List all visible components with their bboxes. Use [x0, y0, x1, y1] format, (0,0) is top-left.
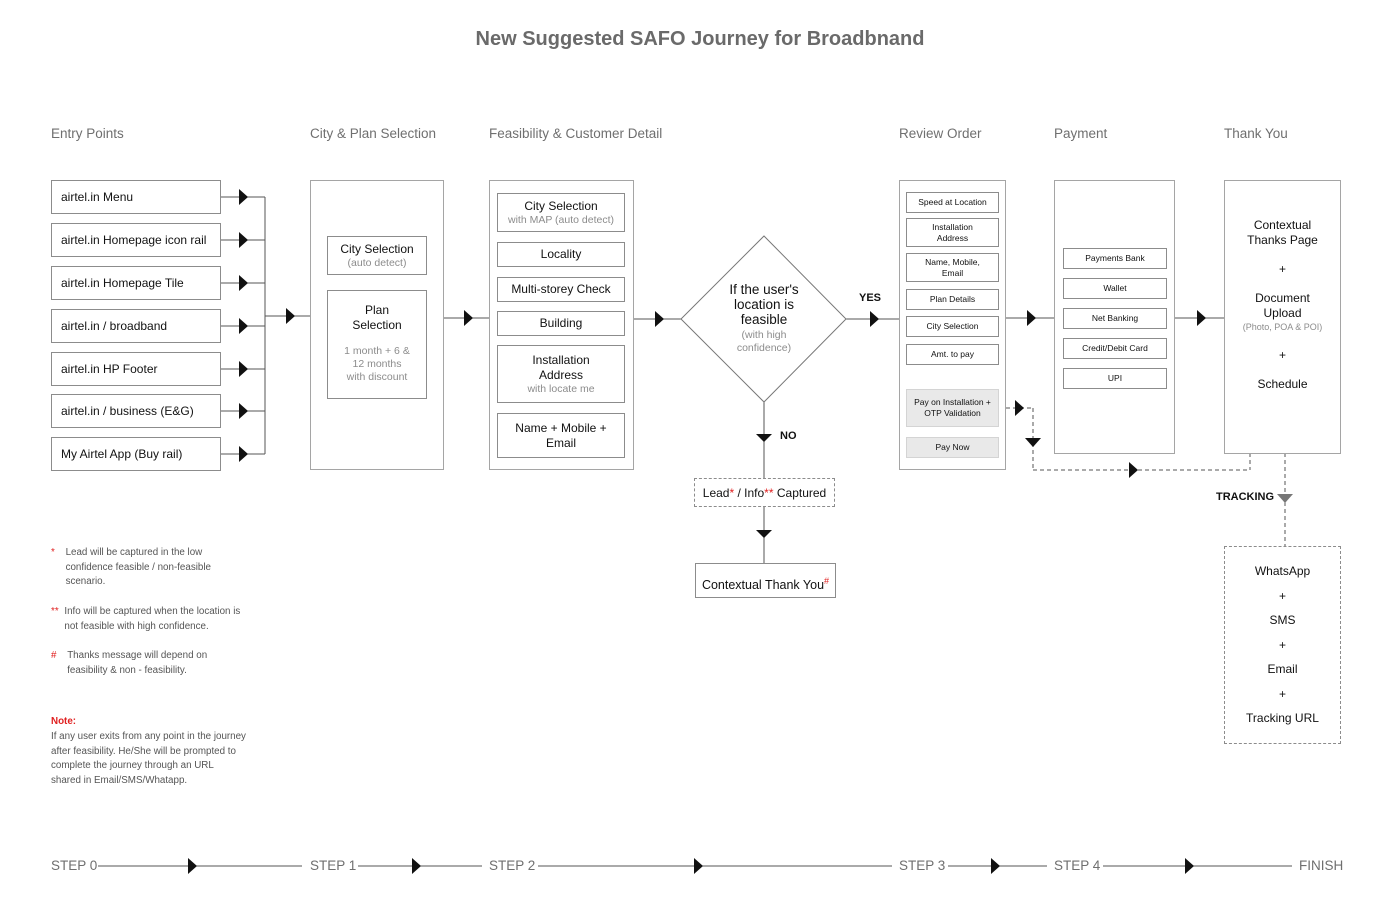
footnote-lead-mark: *: [51, 547, 55, 558]
pay-on-installation-label: Pay on Installation + OTP Validation: [914, 397, 991, 418]
name-mobile-email-label: Name + Mobile + Email: [515, 420, 607, 450]
no-label: NO: [780, 430, 797, 442]
decision-diamond: [680, 235, 847, 403]
entry-broadband: airtel.in / broadband: [51, 309, 221, 343]
entry-business: airtel.in / business (E&G): [51, 394, 221, 428]
installation-address-box: Installation Address with locate me: [497, 345, 625, 403]
plan-selection-box: Plan Selection 1 month + 6 & 12 months w…: [327, 290, 427, 399]
schedule-label: Schedule: [1257, 377, 1308, 391]
plus-2: +: [1278, 348, 1286, 362]
page-title: New Suggested SAFO Journey for Broadbnan…: [475, 28, 925, 50]
footnote-lead-text: Lead will be captured in the low confide…: [65, 547, 211, 587]
city-selection-box: City Selection (auto detect): [327, 236, 427, 275]
footnote-thanks-mark: #: [51, 650, 57, 661]
tracking-whatsapp: WhatsApp: [1254, 564, 1311, 578]
map-city-sub: with MAP (auto detect): [507, 213, 615, 226]
payment-net-banking[interactable]: Net Banking: [1063, 308, 1167, 329]
lead-text: Lead: [702, 486, 730, 500]
step-2: STEP 2: [489, 858, 536, 873]
payment-payments-bank[interactable]: Payments Bank: [1063, 248, 1167, 269]
col-entry-points: Entry Points: [51, 126, 124, 141]
footnote-info-mark: **: [51, 606, 59, 617]
step-1: STEP 1: [310, 858, 357, 873]
installation-address-sub: with locate me: [527, 382, 595, 395]
step-0: STEP 0: [51, 858, 98, 873]
review-amount: Amt. to pay: [906, 344, 999, 365]
city-selection-label: City Selection: [340, 241, 414, 256]
info-star-mark: **: [764, 486, 774, 500]
decision-sub: (with high confidence): [736, 329, 792, 354]
decision-question: If the user's location is feasible: [729, 282, 799, 327]
tracking-email: Email: [1267, 662, 1298, 676]
col-review-order: Review Order: [899, 126, 982, 141]
entry-my-airtel-app: My Airtel App (Buy rail): [51, 437, 221, 471]
plan-selection-label: Plan Selection: [352, 303, 402, 332]
entry-hp-footer: airtel.in HP Footer: [51, 352, 221, 386]
review-installation-address: Installation Address: [906, 218, 999, 247]
tracking-plus-1: +: [1278, 588, 1286, 603]
payment-card[interactable]: Credit/Debit Card: [1063, 338, 1167, 359]
footnote-lead: * Lead will be captured in the low confi…: [51, 546, 246, 590]
contextual-thank-you-label: Contextual Thank You: [701, 578, 825, 593]
building-box: Building: [497, 311, 625, 336]
locality-box: Locality: [497, 242, 625, 267]
tracking-plus-3: +: [1278, 686, 1286, 701]
hash-mark: #: [824, 576, 830, 586]
footnote-thanks: # Thanks message will depend on feasibil…: [51, 649, 246, 678]
pay-on-installation-button[interactable]: Pay on Installation + OTP Validation: [906, 389, 999, 427]
map-city-box: City Selection with MAP (auto detect): [497, 193, 625, 232]
tracking-box: [1224, 546, 1341, 744]
entry-airtel-menu: airtel.in Menu: [51, 180, 221, 214]
step-4: STEP 4: [1054, 858, 1101, 873]
captured-text: Captured: [773, 486, 827, 500]
footnote-info: ** Info will be captured when the locati…: [51, 605, 246, 634]
plan-selection-sub: 1 month + 6 & 12 months with discount: [344, 345, 410, 383]
info-text: / Info: [734, 486, 765, 500]
review-plan-details: Plan Details: [906, 289, 999, 310]
payment-wallet[interactable]: Wallet: [1063, 278, 1167, 299]
tracking-channels: WhatsApp + SMS + Email + Tracking URL: [1224, 559, 1341, 731]
tracking-sms: SMS: [1269, 613, 1296, 627]
note-title: Note:: [51, 716, 77, 727]
decision-text: If the user's location is feasible (with…: [714, 282, 814, 355]
col-city-plan: City & Plan Selection: [310, 126, 437, 141]
lead-star-mark: *: [729, 486, 735, 500]
footnote-info-text: Info will be captured when the location …: [64, 606, 241, 632]
thank-you-panel: [1224, 180, 1341, 454]
contextual-thanks-page-label: Contextual Thanks Page: [1247, 218, 1318, 247]
tracking-plus-2: +: [1278, 637, 1286, 652]
multistorey-box: Multi-storey Check: [497, 277, 625, 302]
document-upload-sub: (Photo, POA & POI): [1242, 322, 1323, 332]
lead-captured-box: Lead* / Info** Captured: [694, 478, 835, 507]
tracking-url: Tracking URL: [1246, 711, 1319, 725]
installation-address-label: Installation Address: [532, 352, 590, 382]
review-name-mobile-email: Name, Mobile, Email: [906, 253, 999, 282]
name-mobile-email-box: Name + Mobile + Email: [497, 413, 625, 458]
thank-you-content: Contextual Thanks Page + Document Upload…: [1224, 218, 1341, 392]
payment-upi[interactable]: UPI: [1063, 368, 1167, 389]
tracking-label: TRACKING: [1216, 491, 1275, 503]
document-upload-label: Document Upload: [1255, 291, 1310, 320]
entry-homepage-icon-rail: airtel.in Homepage icon rail: [51, 223, 221, 257]
entry-homepage-tile: airtel.in Homepage Tile: [51, 266, 221, 300]
step-3: STEP 3: [899, 858, 946, 873]
col-feasibility: Feasibility & Customer Detail: [489, 126, 663, 141]
col-payment: Payment: [1054, 126, 1108, 141]
footnote-thanks-text: Thanks message will depend on feasibilit…: [67, 650, 208, 676]
step-finish: FINISH: [1299, 858, 1344, 873]
city-selection-sub: (auto detect): [347, 256, 407, 269]
review-speed: Speed at Location: [906, 192, 999, 213]
contextual-thank-you-box: Contextual Thank You#: [695, 563, 836, 598]
col-thank-you: Thank You: [1224, 126, 1288, 141]
review-city-selection: City Selection: [906, 316, 999, 337]
pay-now-button[interactable]: Pay Now: [906, 437, 999, 458]
review-installation-address-label: Installation Address: [932, 221, 973, 243]
plus-1: +: [1278, 262, 1286, 276]
note-body: If any user exits from any point in the …: [51, 731, 246, 786]
yes-label: YES: [859, 292, 882, 304]
review-name-label: Name, Mobile, Email: [925, 256, 980, 278]
map-city-label: City Selection: [524, 198, 598, 213]
